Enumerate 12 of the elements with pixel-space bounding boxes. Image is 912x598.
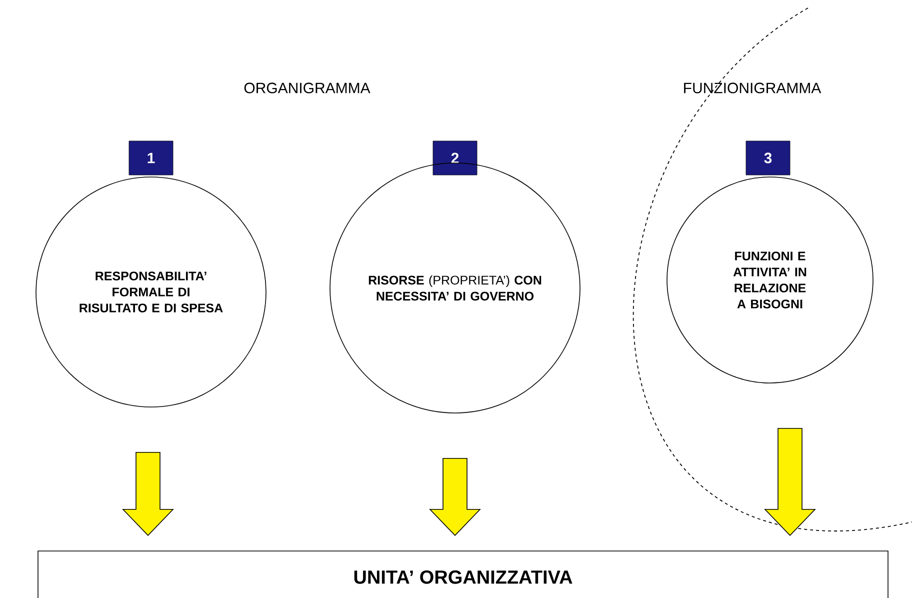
block-arrow: [764, 428, 816, 536]
circle-node: FUNZIONI E ATTIVITA’ IN RELAZIONE A BISOGNI: [666, 176, 874, 384]
block-arrow: [429, 458, 481, 536]
circle-node: RESPONSABILITA’ FORMALE DI RISULTATO E DI SPESA: [36, 176, 266, 408]
number-badge: 2: [432, 140, 478, 176]
number-badge: 1: [128, 140, 174, 176]
number-badge: 3: [746, 140, 790, 176]
circle-node: RISORSE (PROPRIETA’) CON NECESSITA’ DI GOVERNO: [330, 162, 580, 414]
block-arrow: [122, 452, 174, 536]
heading-label: FUNZIONIGRAMMA: [684, 82, 822, 94]
heading-label: ORGANIGRAMMA: [244, 82, 370, 94]
unit-box: UNITA’ ORGANIZZATIVA: [38, 550, 888, 598]
